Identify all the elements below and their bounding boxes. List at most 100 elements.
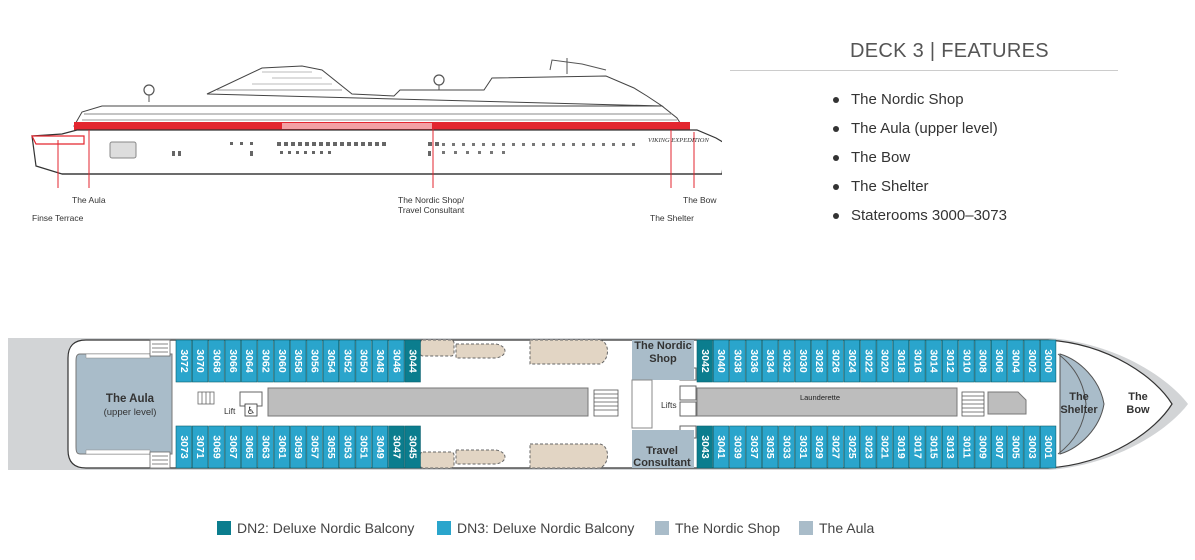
stateroom-3059[interactable] xyxy=(290,425,307,469)
stateroom-3065[interactable] xyxy=(241,425,258,469)
stateroom-3012[interactable] xyxy=(941,339,959,383)
stateroom-3046[interactable] xyxy=(388,339,405,383)
stateroom-3049[interactable] xyxy=(371,425,389,469)
stateroom-number: 3047 xyxy=(390,435,402,459)
stateroom-3002[interactable] xyxy=(1023,339,1040,383)
stateroom-3008[interactable] xyxy=(974,339,991,383)
stateroom-3005[interactable] xyxy=(1007,425,1024,469)
svg-text:♿: ♿ xyxy=(247,406,256,417)
stateroom-3062[interactable] xyxy=(257,339,274,383)
stateroom-3009[interactable] xyxy=(974,425,991,469)
stateroom-number: 3059 xyxy=(292,435,304,459)
legend-swatch xyxy=(655,521,669,535)
stateroom-3028[interactable] xyxy=(811,339,828,383)
stateroom-3020[interactable] xyxy=(876,339,893,383)
stateroom-3022[interactable] xyxy=(860,339,877,383)
stateroom-3025[interactable] xyxy=(843,425,861,469)
stateroom-3052[interactable] xyxy=(339,339,356,383)
stateroom-3067[interactable] xyxy=(224,425,241,469)
stateroom-3055[interactable] xyxy=(322,425,339,469)
stateroom-3014[interactable] xyxy=(925,339,942,383)
stateroom-3054[interactable] xyxy=(322,339,339,383)
stateroom-3042[interactable] xyxy=(696,339,713,383)
stateroom-3003[interactable] xyxy=(1023,425,1040,469)
stateroom-3032[interactable] xyxy=(778,339,795,383)
stateroom-3070[interactable] xyxy=(192,339,209,383)
stateroom-3019[interactable] xyxy=(892,425,910,469)
stateroom-3018[interactable] xyxy=(892,339,910,383)
nordic-shop-area xyxy=(632,340,694,380)
ship-name-text: VIKING EXPEDITION xyxy=(648,137,710,144)
stateroom-3064[interactable] xyxy=(241,339,258,383)
stateroom-3024[interactable] xyxy=(843,339,861,383)
legend: DN2: Deluxe Nordic Balcony DN3: Deluxe N… xyxy=(0,519,1195,537)
legend-label: DN3: Deluxe Nordic Balcony xyxy=(457,520,635,536)
stateroom-3010[interactable] xyxy=(958,339,975,383)
lifts-label: Lifts xyxy=(661,400,677,410)
stateroom-3043[interactable] xyxy=(696,425,713,469)
stateroom-number: 3044 xyxy=(407,349,419,373)
stateroom-3071[interactable] xyxy=(192,425,209,469)
stateroom-3058[interactable] xyxy=(290,339,307,383)
stateroom-3021[interactable] xyxy=(876,425,893,469)
stateroom-3072[interactable] xyxy=(175,339,192,383)
stateroom-3057[interactable] xyxy=(306,425,323,469)
features-panel: DECK 3 | FEATURES The Nordic Shop The Au… xyxy=(730,40,1118,230)
stateroom-number: 3037 xyxy=(748,435,760,459)
stateroom-number: 3025 xyxy=(846,435,858,459)
stateroom-3069[interactable] xyxy=(208,425,225,469)
stateroom-number: 3052 xyxy=(341,349,353,373)
legend-item-dn3: DN3: Deluxe Nordic Balcony xyxy=(437,519,634,537)
stateroom-3066[interactable] xyxy=(224,339,241,383)
stateroom-3037[interactable] xyxy=(745,425,762,469)
stateroom-number: 3058 xyxy=(292,349,304,373)
stateroom-3023[interactable] xyxy=(860,425,877,469)
stateroom-3033[interactable] xyxy=(778,425,795,469)
stateroom-3047[interactable] xyxy=(388,425,405,469)
aula-area xyxy=(75,353,173,455)
stateroom-3006[interactable] xyxy=(990,339,1008,383)
stateroom-3044[interactable] xyxy=(404,339,421,383)
wheelchair-icon: ♿ xyxy=(244,403,258,417)
stateroom-3040[interactable] xyxy=(713,339,730,383)
stateroom-number: 3009 xyxy=(977,435,989,459)
stateroom-3051[interactable] xyxy=(355,425,372,469)
stateroom-3035[interactable] xyxy=(762,425,779,469)
legend-item-aula: The Aula xyxy=(799,519,874,537)
legend-item-nordic-shop: The Nordic Shop xyxy=(655,519,780,537)
stateroom-3041[interactable] xyxy=(713,425,730,469)
stateroom-3063[interactable] xyxy=(257,425,274,469)
stateroom-3013[interactable] xyxy=(941,425,959,469)
stateroom-3036[interactable] xyxy=(745,339,762,383)
stateroom-3001[interactable] xyxy=(1040,425,1057,469)
stateroom-3061[interactable] xyxy=(273,425,290,469)
stateroom-3030[interactable] xyxy=(794,339,811,383)
stateroom-number: 3024 xyxy=(846,349,858,373)
stateroom-3038[interactable] xyxy=(729,339,746,383)
stateroom-number: 3068 xyxy=(210,349,222,373)
stateroom-3000[interactable] xyxy=(1040,339,1057,383)
ship-profile-drawing xyxy=(31,58,727,206)
stateroom-3029[interactable] xyxy=(811,425,828,469)
stateroom-3015[interactable] xyxy=(925,425,942,469)
stateroom-3007[interactable] xyxy=(990,425,1008,469)
stateroom-3068[interactable] xyxy=(208,339,225,383)
shelter-label-2: Shelter xyxy=(1060,404,1098,416)
stateroom-3017[interactable] xyxy=(909,425,926,469)
stateroom-3031[interactable] xyxy=(794,425,811,469)
stateroom-3027[interactable] xyxy=(827,425,844,469)
stateroom-3045[interactable] xyxy=(404,425,421,469)
stateroom-3060[interactable] xyxy=(273,339,290,383)
stateroom-3034[interactable] xyxy=(762,339,779,383)
stateroom-3016[interactable] xyxy=(909,339,926,383)
stateroom-3039[interactable] xyxy=(729,425,746,469)
stateroom-3056[interactable] xyxy=(306,339,323,383)
stateroom-number: 3005 xyxy=(1009,435,1021,459)
stateroom-3050[interactable] xyxy=(355,339,372,383)
stateroom-3004[interactable] xyxy=(1007,339,1024,383)
stateroom-3073[interactable] xyxy=(175,425,192,469)
stateroom-3053[interactable] xyxy=(339,425,356,469)
stateroom-3048[interactable] xyxy=(371,339,389,383)
stateroom-3026[interactable] xyxy=(827,339,844,383)
stateroom-3011[interactable] xyxy=(958,425,975,469)
